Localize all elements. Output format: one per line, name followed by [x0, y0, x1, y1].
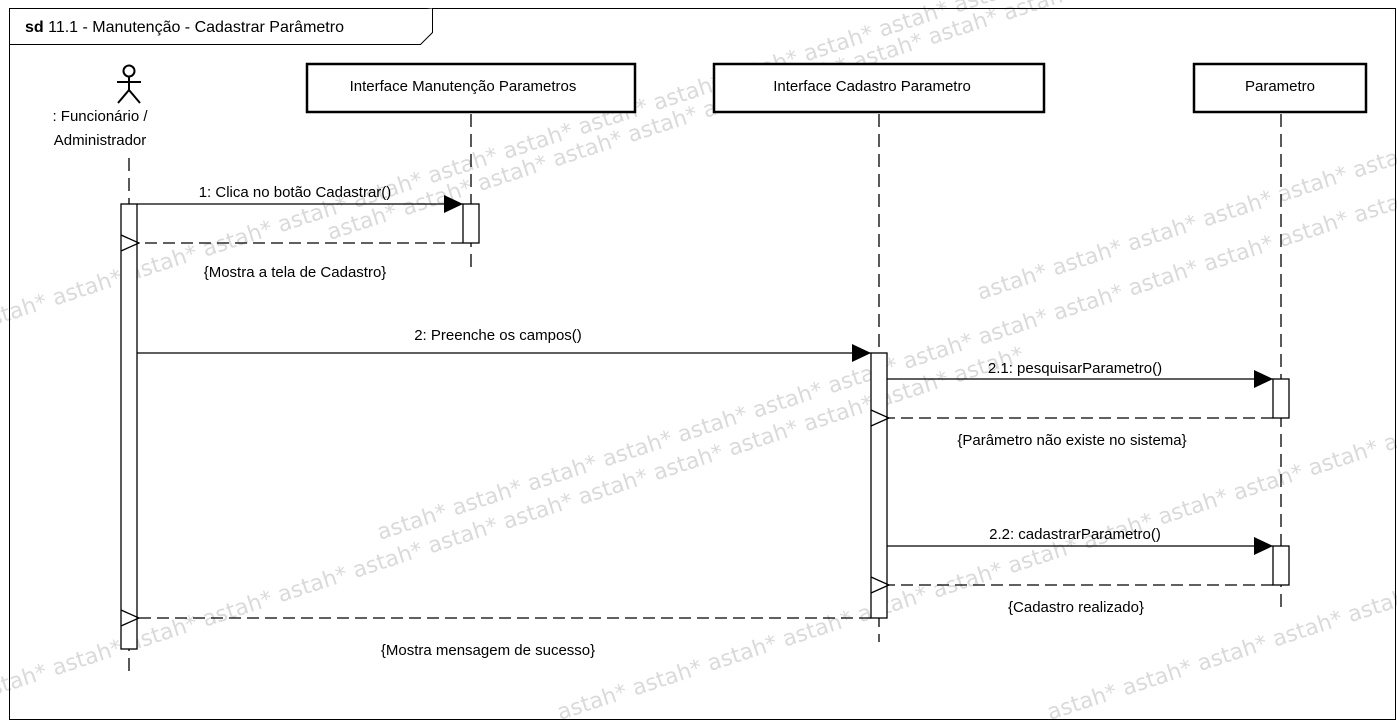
- lifeline-label-cadastro: Interface Cadastro Parametro: [773, 78, 971, 95]
- message-2-2-label: 2.2: cadastrarParametro(): [989, 526, 1161, 543]
- reply-1-label: {Mostra a tela de Cadastro}: [204, 264, 387, 281]
- stick-figure-icon: [117, 64, 141, 104]
- reply-2-1[interactable]: {Parâmetro não existe no sistema}: [889, 418, 1273, 449]
- reply-2[interactable]: {Mostra mensagem de sucesso}: [139, 618, 871, 659]
- lifeline-label-manutencao: Interface Manutenção Parametros: [350, 78, 577, 95]
- reply-2-2-label: {Cadastro realizado}: [1008, 599, 1144, 616]
- lifeline-head-manutencao[interactable]: Interface Manutenção Parametros: [305, 62, 637, 114]
- message-1[interactable]: 1: Clica no botão Cadastrar(): [137, 184, 463, 213]
- activation-parametro-1: [1272, 378, 1290, 419]
- message-2-1[interactable]: 2.1: pesquisarParametro(): [887, 360, 1273, 388]
- message-2-2[interactable]: 2.2: cadastrarParametro(): [887, 526, 1273, 555]
- reply-1[interactable]: {Mostra a tela de Cadastro}: [139, 243, 463, 281]
- reply-2-1-label: {Parâmetro não existe no sistema}: [957, 432, 1186, 449]
- message-1-label: 1: Clica no botão Cadastrar(): [199, 184, 392, 201]
- actor-funcionario[interactable]: : Funcionário / Administrador: [52, 64, 148, 150]
- activation-actor: [120, 203, 138, 650]
- frame-title: sd 11.1 - Manutenção - Cadastrar Parâmet…: [25, 19, 344, 36]
- actor-name-line1: : Funcionário /: [52, 108, 148, 125]
- frame-keyword: sd: [25, 19, 44, 36]
- message-2-1-label: 2.1: pesquisarParametro(): [988, 360, 1162, 377]
- message-2[interactable]: 2: Preenche os campos(): [137, 327, 871, 362]
- frame-name: 11.1 - Manutenção - Cadastrar Parâmetro: [48, 19, 344, 36]
- message-2-label: 2: Preenche os campos(): [414, 327, 582, 344]
- reply-2-2[interactable]: {Cadastro realizado}: [889, 585, 1273, 616]
- lifeline-head-parametro[interactable]: Parametro: [1192, 62, 1368, 114]
- frame-title-tab: [9, 8, 433, 45]
- watermark-text: astah* astah* astah* astah* astah* astah…: [554, 362, 1397, 721]
- diagram-frame: [9, 8, 1396, 720]
- lifeline-head-cadastro[interactable]: Interface Cadastro Parametro: [712, 62, 1046, 114]
- lifeline-label-parametro: Parametro: [1245, 78, 1315, 95]
- reply-2-label: {Mostra mensagem de sucesso}: [381, 642, 595, 659]
- actor-name-line2: Administrador: [54, 132, 147, 149]
- activation-manutencao: [462, 203, 480, 244]
- activation-parametro-2: [1272, 545, 1290, 586]
- activation-cadastro: [870, 352, 888, 619]
